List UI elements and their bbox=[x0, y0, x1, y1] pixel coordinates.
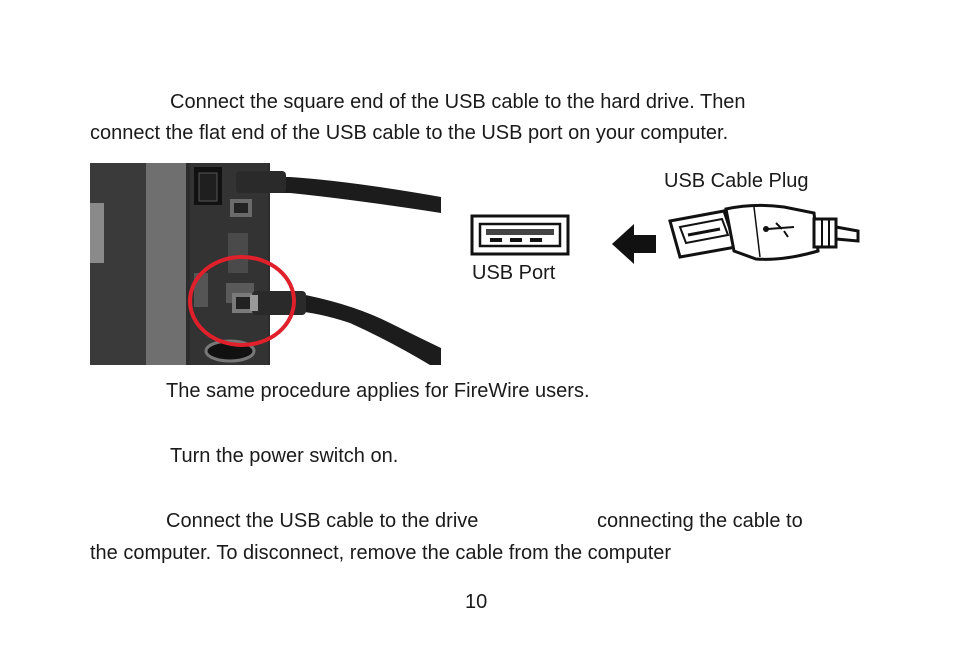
disconnect-line1-start: Connect the USB cable to the drive bbox=[166, 510, 479, 532]
step1-line1: Connect the square end of the USB cable … bbox=[170, 91, 746, 113]
disconnect-line1-end: connecting the cable to bbox=[597, 510, 803, 532]
arrow-left-icon bbox=[612, 222, 658, 271]
usb-cable-plug-label: USB Cable Plug bbox=[664, 170, 809, 192]
step1-line2: connect the flat end of the USB cable to… bbox=[90, 122, 729, 144]
usb-port-label: USB Port bbox=[472, 262, 556, 284]
page-number: 10 bbox=[465, 591, 488, 613]
power-step: Turn the power switch on. bbox=[170, 445, 399, 467]
usb-cable-plug-icon bbox=[664, 201, 860, 270]
disconnect-line2: the computer. To disconnect, remove the … bbox=[90, 542, 672, 564]
usb-port-icon bbox=[470, 214, 570, 261]
drive-connection-photo bbox=[90, 163, 441, 365]
firewire-note: The same procedure applies for FireWire … bbox=[166, 380, 590, 402]
